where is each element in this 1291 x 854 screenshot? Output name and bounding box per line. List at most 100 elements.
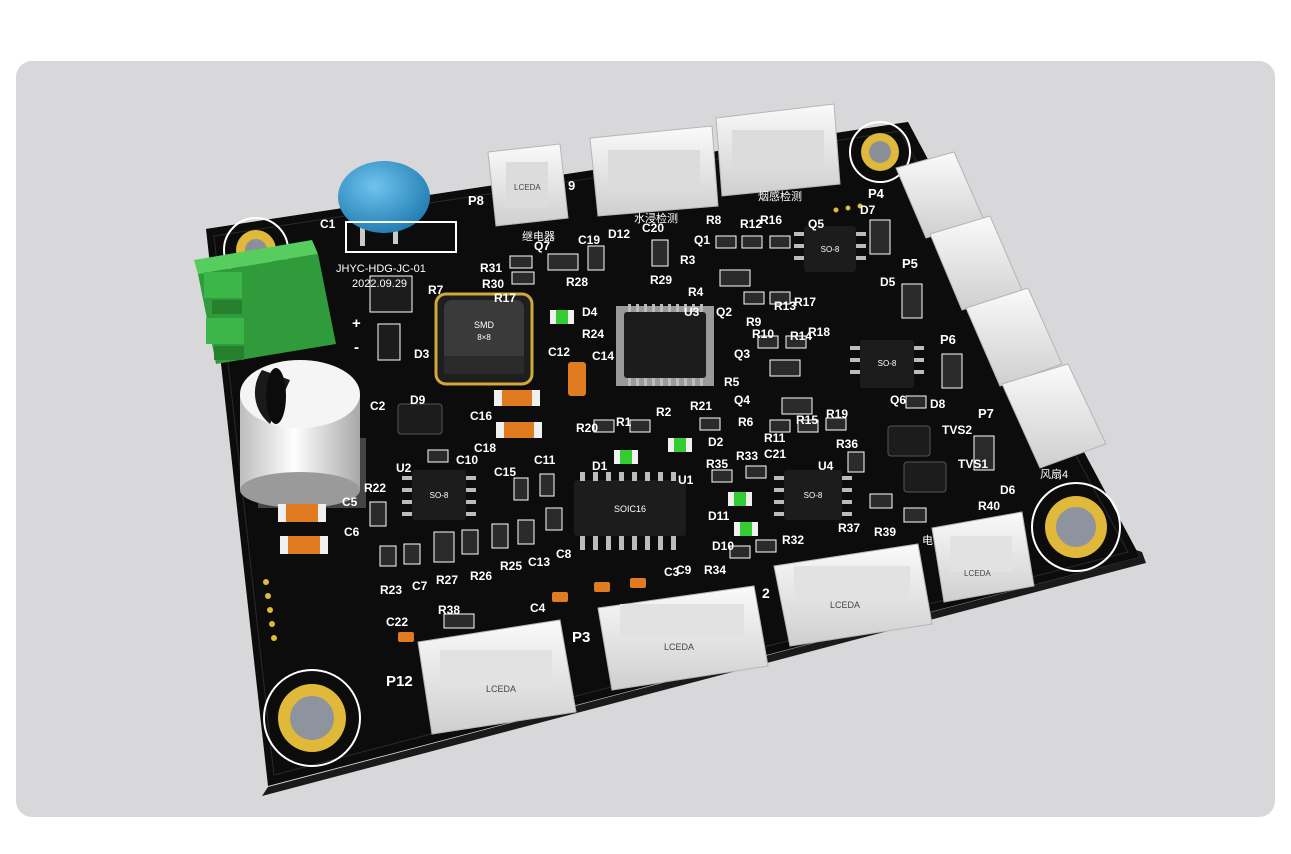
label-r17b: R17 <box>794 295 816 309</box>
label-u2: U2 <box>396 461 412 475</box>
connector-smoke-detect[interactable] <box>715 103 841 197</box>
p12-lceda-label: LCEDA <box>486 684 516 694</box>
label-r27: R27 <box>436 573 458 587</box>
so8-chip-q6: SO-8 <box>850 340 924 388</box>
connector-p8[interactable] <box>487 143 569 227</box>
label-r38: R38 <box>438 603 460 617</box>
label-power: 电 <box>922 534 933 547</box>
label-r22: R22 <box>364 481 386 495</box>
d9-diode <box>397 403 443 435</box>
label-r4: R4 <box>688 285 704 299</box>
label-r12: R12 <box>740 217 762 231</box>
tvs1-diode <box>903 461 947 493</box>
connector-p6[interactable] <box>965 287 1063 387</box>
terminal-plus: + <box>352 315 361 332</box>
label-c5: C5 <box>342 495 358 509</box>
label-c4: C4 <box>530 601 546 615</box>
label-d10: D10 <box>712 539 734 553</box>
d3-diode <box>377 323 401 361</box>
board-name: JHYC-HDG-JC-01 <box>336 263 426 275</box>
label-r23: R23 <box>380 583 402 597</box>
label-r31: R31 <box>480 261 502 275</box>
label-p5: P5 <box>902 256 918 271</box>
label-p4: P4 <box>868 186 885 201</box>
label-c19: C19 <box>578 233 600 247</box>
smd-resistors <box>369 219 995 629</box>
label-c3: C3 <box>664 565 680 579</box>
connector-p3[interactable] <box>597 585 769 691</box>
mounting-hole-br <box>1031 482 1121 572</box>
label-d7: D7 <box>860 203 876 217</box>
label-c10: C10 <box>456 453 478 467</box>
label-u1: U1 <box>678 473 694 487</box>
label-d6: D6 <box>1000 483 1016 497</box>
label-r3: R3 <box>680 253 696 267</box>
smd-capacitors <box>278 362 646 642</box>
label-smoke-detect: 烟感检测 <box>758 189 802 203</box>
label-d2: D2 <box>708 435 724 449</box>
label-c12: C12 <box>548 345 570 359</box>
smd-cap-terminals <box>278 390 542 554</box>
label-c15: C15 <box>494 465 516 479</box>
mounting-hole-tr <box>849 121 911 183</box>
label-d4: D4 <box>582 305 598 319</box>
label-r14: R14 <box>790 329 812 343</box>
label-p6: P6 <box>940 332 956 347</box>
power-terminal-block <box>194 240 336 364</box>
p2-lceda-label: LCEDA <box>830 600 860 610</box>
label-q3: Q3 <box>734 347 750 361</box>
label-r25: R25 <box>500 559 522 573</box>
label-c9: C9 <box>676 563 692 577</box>
label-p3: P3 <box>572 629 590 646</box>
label-q6: Q6 <box>890 393 906 407</box>
label-tvs2: TVS2 <box>942 423 972 437</box>
label-c21: C21 <box>764 447 786 461</box>
label-fan: 风扇4 <box>1040 467 1068 481</box>
label-c16: C16 <box>470 409 492 423</box>
blue-ceramic-capacitor <box>338 161 430 246</box>
label-c22: C22 <box>386 615 408 629</box>
connector-p12[interactable] <box>417 619 577 735</box>
power-lceda-label: LCEDA <box>964 569 991 578</box>
label-r33: R33 <box>736 449 758 463</box>
label-p8: P8 <box>468 193 484 208</box>
label-r7: R7 <box>428 283 444 297</box>
p8-connector-label: LCEDA <box>514 183 541 192</box>
label-d3: D3 <box>414 347 430 361</box>
label-d1: D1 <box>592 459 608 473</box>
label-q2: Q2 <box>716 305 732 319</box>
label-q1: Q1 <box>694 233 710 247</box>
label-r39: R39 <box>874 525 896 539</box>
connector-water-detect[interactable] <box>589 125 719 217</box>
label-p12: P12 <box>386 673 413 690</box>
label-r10: R10 <box>752 327 774 341</box>
led-indicators <box>550 310 758 536</box>
connector-power-right[interactable] <box>931 511 1035 603</box>
label-r40: R40 <box>978 499 1000 513</box>
label-r30: R30 <box>482 277 504 291</box>
label-r16: R16 <box>760 213 782 227</box>
connector-p2[interactable] <box>773 543 933 647</box>
label-q5: Q5 <box>808 217 824 231</box>
label-c2: C2 <box>370 399 386 413</box>
label-r29: R29 <box>650 273 672 287</box>
label-r18: R18 <box>808 325 830 339</box>
label-r6: R6 <box>738 415 754 429</box>
label-c1: C1 <box>320 217 336 231</box>
label-c13: C13 <box>528 555 550 569</box>
label-d8: D8 <box>930 397 946 411</box>
so8-label: SO-8 <box>821 245 840 254</box>
label-r1: R1 <box>616 415 632 429</box>
label-p7: P7 <box>978 406 994 421</box>
label-water-detect: 水浸检测 <box>634 211 678 225</box>
label-r5: R5 <box>724 375 740 389</box>
label-c20: C20 <box>642 221 664 235</box>
label-r13: R13 <box>774 299 796 313</box>
label-c6: C6 <box>344 525 360 539</box>
label-r15: R15 <box>796 413 818 427</box>
label-r19: R19 <box>826 407 848 421</box>
label-c14: C14 <box>592 349 614 363</box>
label-r36: R36 <box>836 437 858 451</box>
c1-footprint <box>345 221 457 253</box>
connector-p7[interactable] <box>1001 363 1107 469</box>
